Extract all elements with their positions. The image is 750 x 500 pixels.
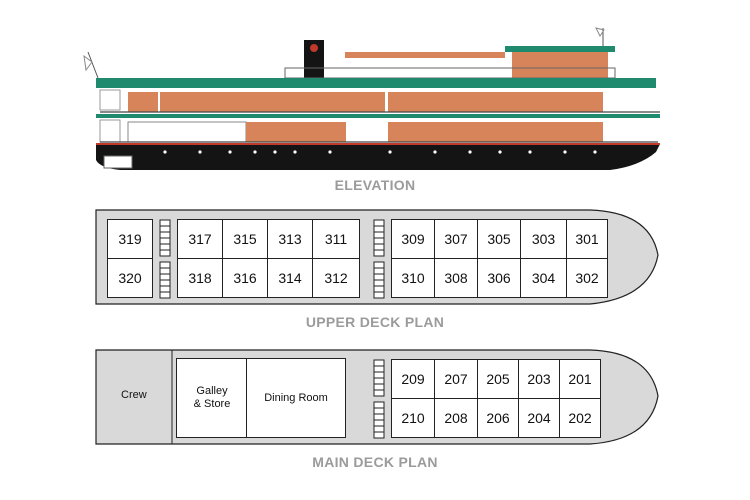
cabin-205[interactable]: 205 <box>477 359 519 399</box>
crew-area-label: Crew <box>121 389 147 401</box>
cabin-302[interactable]: 302 <box>566 258 608 298</box>
portholes <box>163 150 597 154</box>
upper-cabin-block-2 <box>160 92 385 112</box>
main-saloon-windows <box>127 121 247 143</box>
upper-fwd-stairs <box>373 219 385 299</box>
main-deck-title: MAIN DECK PLAN <box>312 454 438 470</box>
upper-deck-roof <box>96 78 656 88</box>
cabin-307[interactable]: 307 <box>434 219 478 259</box>
cabin-320[interactable]: 320 <box>107 258 153 298</box>
cabin-310[interactable]: 310 <box>391 258 435 298</box>
cabin-209[interactable]: 209 <box>391 359 435 399</box>
stern-flagpole <box>87 51 99 79</box>
cabin-208[interactable]: 208 <box>434 398 478 438</box>
cabin-204[interactable]: 204 <box>518 398 560 438</box>
cabin-303[interactable]: 303 <box>520 219 567 259</box>
wheelhouse-roof <box>505 46 615 52</box>
cabin-319[interactable]: 319 <box>107 219 153 259</box>
cabin-312[interactable]: 312 <box>312 258 360 298</box>
cabin-313[interactable]: 313 <box>267 219 313 259</box>
upper-cabin-block-3 <box>388 92 603 112</box>
main-cabin-block-2 <box>388 122 603 142</box>
main-cabin-block-1 <box>246 122 346 142</box>
upper-aft-stairs <box>159 219 171 299</box>
sun-deck-canopy <box>345 52 505 58</box>
galley-store: Galley & Store <box>176 358 248 438</box>
elevation-title: ELEVATION <box>334 177 416 193</box>
cabin-206[interactable]: 206 <box>477 398 519 438</box>
cabin-306[interactable]: 306 <box>477 258 521 298</box>
upper-cabin-block-1 <box>128 92 158 112</box>
cabin-202[interactable]: 202 <box>559 398 601 438</box>
wheelhouse <box>512 52 608 78</box>
upper-deck-title: UPPER DECK PLAN <box>305 314 445 330</box>
main-stern-deck <box>99 119 121 143</box>
rudder <box>103 155 133 169</box>
cabin-207[interactable]: 207 <box>434 359 478 399</box>
cabin-308[interactable]: 308 <box>434 258 478 298</box>
upper-deck-trim <box>96 114 660 118</box>
cabin-305[interactable]: 305 <box>477 219 521 259</box>
hull <box>96 144 660 170</box>
main-fwd-stairs <box>373 359 385 439</box>
stern-flag <box>83 54 93 72</box>
cabin-316[interactable]: 316 <box>222 258 268 298</box>
cabin-210[interactable]: 210 <box>391 398 435 438</box>
cabin-203[interactable]: 203 <box>518 359 560 399</box>
cabin-304[interactable]: 304 <box>520 258 567 298</box>
cabin-201[interactable]: 201 <box>559 359 601 399</box>
funnel-emblem <box>310 44 318 52</box>
dining-room: Dining Room <box>246 358 346 438</box>
cabin-317[interactable]: 317 <box>177 219 223 259</box>
cabin-301[interactable]: 301 <box>566 219 608 259</box>
cabin-315[interactable]: 315 <box>222 219 268 259</box>
cabin-311[interactable]: 311 <box>312 219 360 259</box>
cabin-309[interactable]: 309 <box>391 219 435 259</box>
cabin-314[interactable]: 314 <box>267 258 313 298</box>
bow-flag <box>595 27 605 37</box>
upper-stern-deck <box>99 89 121 111</box>
cabin-318[interactable]: 318 <box>177 258 223 298</box>
